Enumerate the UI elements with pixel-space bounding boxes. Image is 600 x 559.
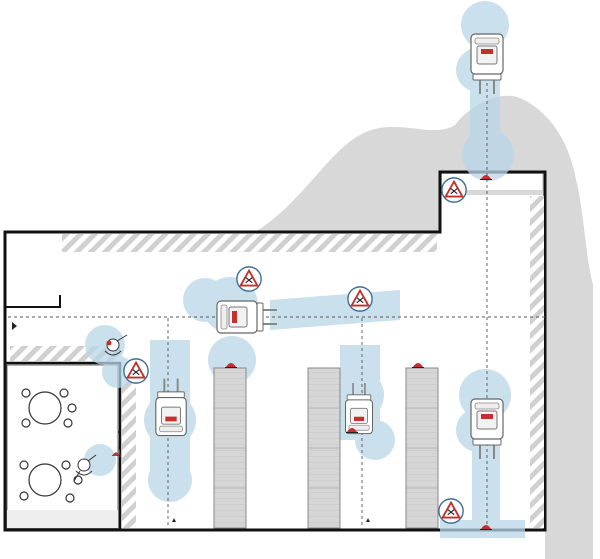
outdoor-area (255, 95, 593, 559)
round-table-icon (28, 463, 62, 497)
warning-triangle-icon (122, 357, 150, 385)
warning-triangle-icon (437, 497, 465, 525)
route-markers (12, 322, 370, 522)
round-table-icon (28, 391, 62, 425)
warning-triangle-icon (440, 176, 468, 204)
warning-triangle-icon (235, 265, 263, 293)
pedestrian-icon (104, 334, 128, 356)
storage-racks (213, 367, 439, 529)
pedestrian-icon (73, 454, 97, 482)
sensor-beacon-icon (412, 362, 424, 368)
warning-triangle-icon (346, 285, 374, 313)
sensor-zones (84, 1, 525, 538)
